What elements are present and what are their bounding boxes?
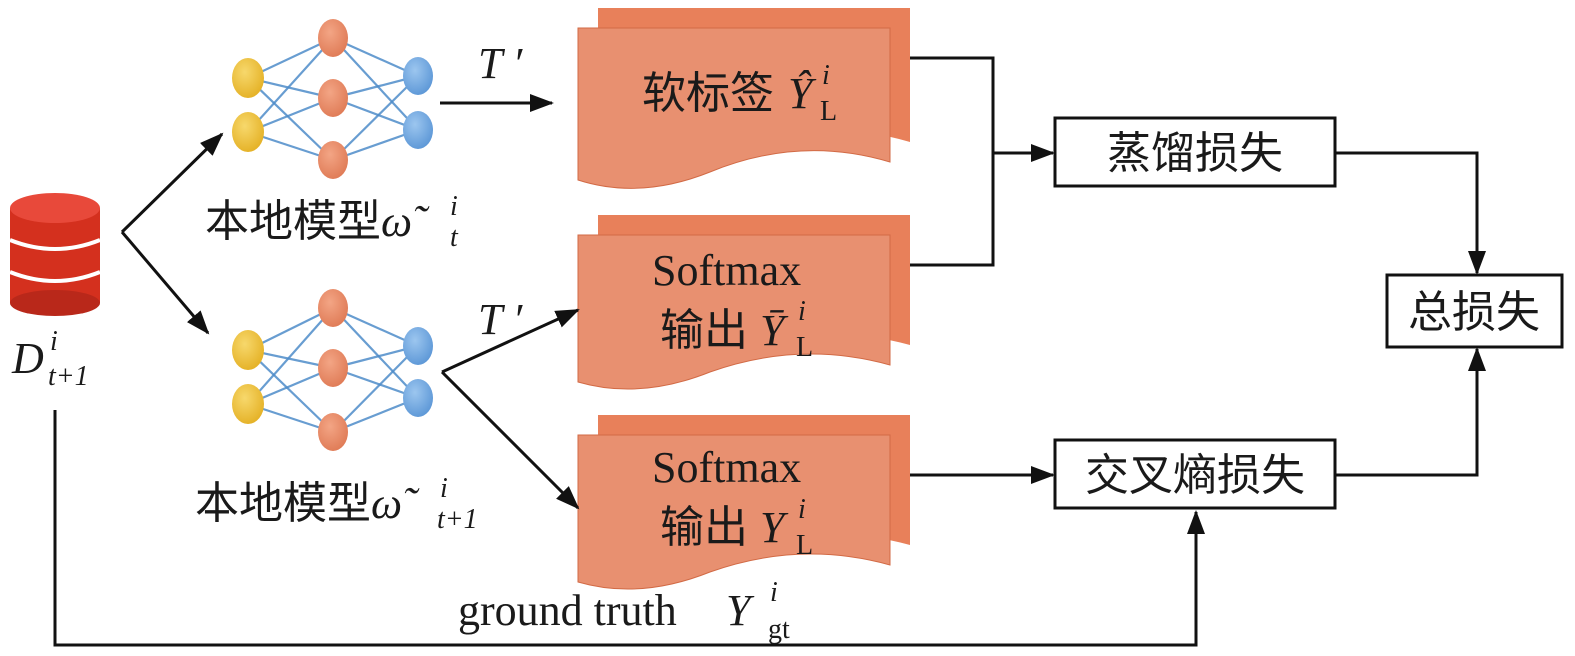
total-loss-box: 总损失 [1385,273,1564,349]
arrow-ground-truth [53,410,1205,647]
svg-text:i: i [450,191,458,222]
neural-network-bottom [232,289,433,451]
svg-text:本地模型: 本地模型 [205,197,381,246]
svg-text:i: i [798,296,806,327]
temperature-label-bottom: T ′ [478,295,524,344]
svg-text:i: i [822,60,830,91]
svg-text:ground truth: ground truth [458,586,677,635]
svg-text:Y: Y [760,503,789,552]
svg-text:L: L [820,96,837,127]
temperature-label-top: T ′ [478,39,524,88]
svg-text:ω̃: ω̃ [381,197,430,246]
svg-text:Ŷ: Ŷ [788,69,817,118]
svg-text:输出: 输出 [660,306,748,355]
svg-text:D: D [11,334,44,383]
arrow-data-to-model-top [120,132,224,234]
arrow-distill-to-total [1335,151,1486,275]
svg-text:本地模型: 本地模型 [195,479,371,528]
svg-text:Softmax: Softmax [652,246,801,295]
cross-entropy-loss-box: 交叉熵损失 [1053,438,1337,510]
arrow-ce-to-total [1335,347,1486,477]
svg-text:i: i [440,473,448,504]
svg-text:Ȳ: Ȳ [760,306,789,355]
dataset-label: D i t+1 [11,326,89,392]
svg-text:软标签: 软标签 [642,69,774,118]
arrow-data-to-model-bottom [120,231,210,335]
svg-text:输出: 输出 [660,503,748,552]
neural-network-top [232,19,433,179]
svg-text:t: t [450,222,459,253]
database-icon [9,193,101,316]
arrow-model-bottom-to-softmax-t [441,308,580,374]
svg-text:gt: gt [768,614,790,645]
svg-text:i: i [770,577,778,608]
line-soft-to-merge [910,56,995,267]
svg-text:蒸馏损失: 蒸馏损失 [1107,129,1283,178]
svg-text:i: i [798,494,806,525]
svg-text:t+1: t+1 [48,361,89,392]
doc-soft-label: 软标签 Ŷ i L [577,8,910,189]
svg-text:L: L [796,530,813,561]
svg-text:L: L [796,332,813,363]
svg-text:交叉熵损失: 交叉熵损失 [1085,451,1305,500]
connectors [53,56,1486,647]
doc-softmax: Softmax 输出 Y i L [577,415,910,590]
svg-text:Y: Y [726,586,755,635]
ground-truth-label: ground truth Y i gt [458,577,790,645]
model-top-label: 本地模型 ω̃ i t [205,191,459,253]
svg-text:总损失: 总损失 [1408,288,1540,337]
model-bottom-label: 本地模型 ω̃ i t+1 [195,473,478,535]
arrow-model-bottom-to-softmax [440,370,580,510]
svg-text:t+1: t+1 [437,504,478,535]
svg-text:Softmax: Softmax [652,443,801,492]
doc-softmax-teacher: Softmax 输出 Ȳ i L [577,215,910,390]
svg-text:i: i [50,326,58,357]
distill-loss-box: 蒸馏损失 [1053,116,1337,188]
svg-text:ω̃: ω̃ [371,479,420,528]
